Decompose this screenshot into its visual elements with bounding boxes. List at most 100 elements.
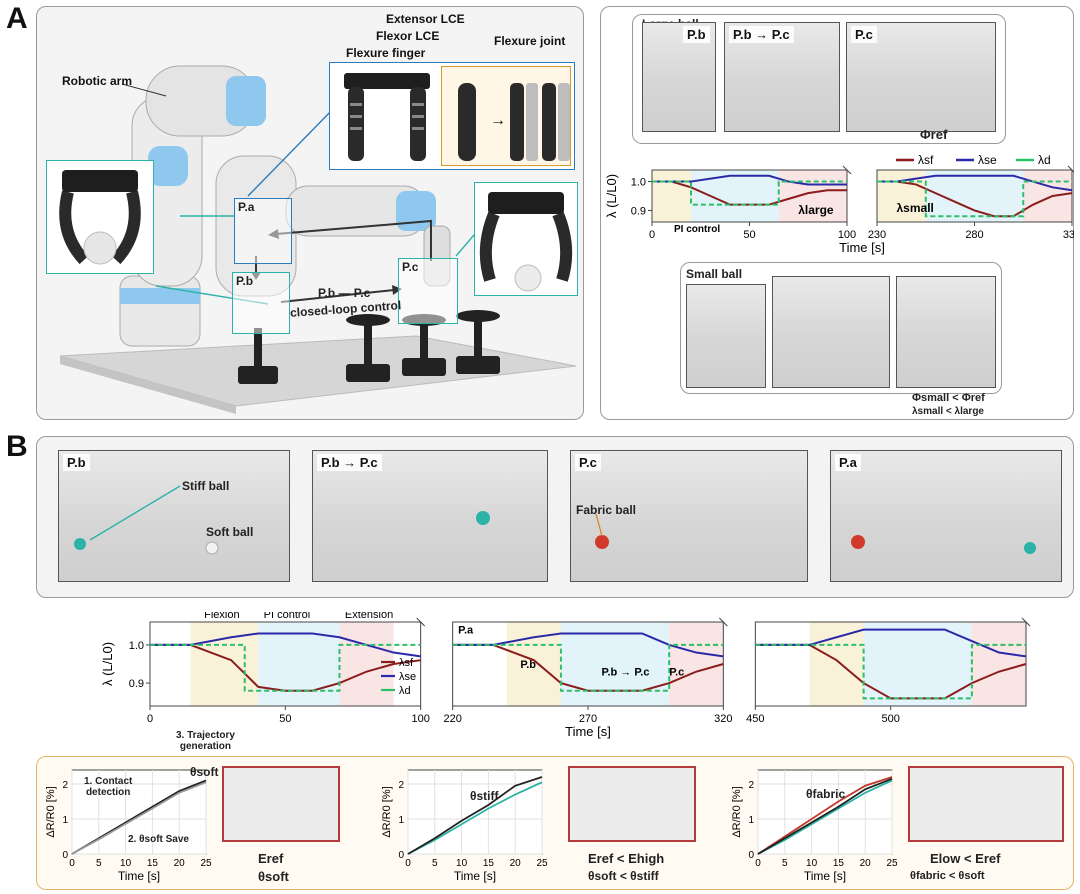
x-tick-label-b-7: 500 [881,713,899,725]
phase-shade-0-0 [652,170,691,222]
x-tick-label-b-6: 450 [746,713,764,725]
dr-xtick-1-5: 25 [200,858,212,869]
phase-shade-1-2 [1023,170,1072,222]
dr-ylabel-1: ΔR/R0 [%] [45,786,57,837]
legend-label-b-2: λd [399,685,411,697]
theta-stiff-label: θstiff [470,789,499,803]
x-tick-label-b-3: 220 [443,713,461,725]
series-line-b-1-2 [755,628,1027,658]
series-line-b-2-2 [755,643,1026,700]
legend-label-b-1: λse [399,671,416,683]
dr-ylabel-2: ΔR/R0 [%] [381,786,393,837]
b-photo-label-pa: P.a [835,454,861,471]
phase-shade-2-2 [971,622,1026,706]
large-photo-label-pbpc: P.b → P.c [729,26,794,43]
small-ball-photo-2 [772,276,890,388]
dr-series-3-2 [757,777,893,855]
x-tick-label-c-2: 100 [838,229,856,241]
series-line-c-2-0 [652,180,847,206]
b-photo-label-pc: P.c [575,454,601,471]
extensor-lce-label: Extensor LCE [386,12,465,26]
contact-detection-label: 1. Contact detection [84,776,133,798]
soft-ball-label: Soft ball [206,525,254,539]
flexor-lce-label: Flexor LCE [376,29,440,43]
gripper-drawing-top: → [344,73,570,161]
transfer-label: P.b — P.c [318,286,371,300]
phase-shade-2-0 [809,622,864,706]
small-ball-photo-1 [686,284,766,388]
phase-label-0: Flexion [204,612,239,621]
dr-xlabel-2: Time [s] [454,869,496,883]
caption-2a: Eref < Ehigh [588,851,665,866]
large-ball-photo-pc: P.c [846,22,996,132]
caption-3a: Elow < Eref [930,851,1001,866]
dr-ytick-3-0: 0 [748,850,754,861]
series-line-c-2-1 [877,180,1072,218]
x-tick-label-b-2: 100 [411,713,429,725]
x-tick-label-c-3: 230 [868,229,886,241]
legend-label-c-2: λd [1038,153,1051,167]
flexure-finger-label: Flexure finger [346,46,426,60]
dr-ytick-2-1: 1 [398,815,404,826]
b-photo-label-pbpc: P.b → P.c [317,454,382,471]
b-photo-pb: P.b [58,450,290,582]
plot2-phase-label-0: P.a [458,624,474,636]
phase-shade-1-2 [669,622,724,706]
dr-xtick-3-0: 0 [755,858,761,869]
legend-label-c-1: λse [978,153,997,167]
dr-xtick-1-2: 10 [120,858,132,869]
caption-3b: θfabric < θsoft [910,870,985,882]
plot2-phase-label-3: P.c [669,666,684,678]
phase-label-2: Extension [345,612,393,621]
lambda-chart-c: 0.91.0050100230280330Time [s]λ (L/L0)λsf… [604,153,1074,255]
phase-shade-1-0 [506,622,561,706]
dr-ytick-2-0: 0 [398,850,404,861]
phase-shade-2-1 [863,622,972,706]
inequality-phi: Φsmall < Φref [912,392,985,404]
x-tick-label-b-5: 320 [714,713,732,725]
dr-ytick-3-1: 1 [748,815,754,826]
svg-text:→: → [490,112,506,129]
large-photo-label-pb: P.b [683,26,710,43]
series-line-b-2-0 [150,643,421,692]
x-axis-label-b: Time [s] [565,724,611,739]
b-photo-pbpc: P.b → P.c [312,450,548,582]
series-line-b-1-0 [150,632,421,658]
dr-xtick-1-1: 5 [96,858,102,869]
dr-ytick-1-2: 2 [62,780,68,791]
b-photo-label-pb: P.b [63,454,90,471]
dr-xlabel-3: Time [s] [804,869,846,883]
dr-xtick-3-3: 15 [833,858,845,869]
axis-break-b-1 [718,617,728,627]
small-ball-photo-3 [896,276,996,388]
plot2-phase-label-2: P.b → P.c [602,666,650,678]
dr-series-2-1 [407,776,543,855]
y-axis-label-c: λ (L/L0) [604,174,619,218]
dr-xtick-2-2: 10 [456,858,468,869]
x-tick-label-c-5: 330 [1063,229,1074,241]
b-photo-pa: P.a [830,450,1062,582]
axis-break-b-2 [1021,617,1031,627]
position-box-pa [234,198,292,264]
b-red-photo-1 [222,766,340,842]
dr-xtick-2-0: 0 [405,858,411,869]
legend-label-c-0: λsf [918,153,934,167]
dr-xtick-1-0: 0 [69,858,75,869]
gripper-drawing-right [479,192,573,292]
dr-xtick-2-4: 20 [510,858,522,869]
series-line-b-1-1 [452,632,724,658]
y-axis-label-b: λ (L/L0) [100,642,115,686]
dr-xtick-1-4: 20 [174,858,186,869]
phase-shade-0-2 [778,170,847,222]
b-red-photo-3 [908,766,1064,842]
caption-1b: θsoft [258,869,289,884]
phase-label-1: PI control [264,612,310,621]
dr-xtick-1-3: 15 [147,858,159,869]
dr-ytick-2-2: 2 [398,780,404,791]
b-photo-pc: P.c [570,450,808,582]
dr-xtick-3-4: 20 [860,858,872,869]
legend-label-b-0: λsf [399,657,414,669]
dr-xtick-2-3: 15 [483,858,495,869]
